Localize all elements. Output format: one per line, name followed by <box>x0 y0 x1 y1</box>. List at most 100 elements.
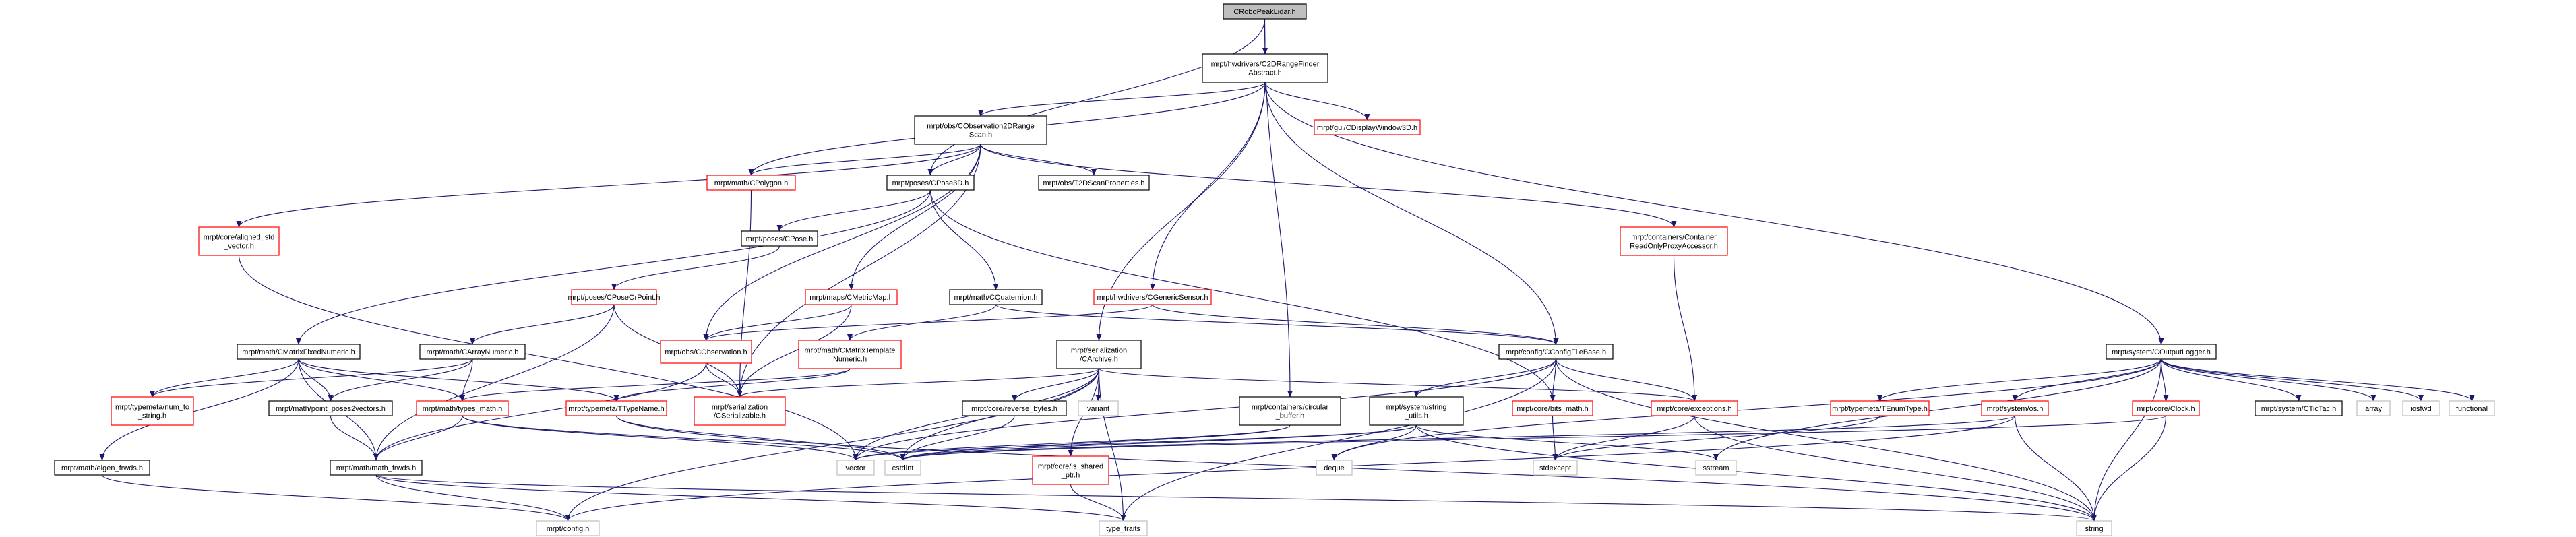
node-box-cpose3d <box>886 175 975 191</box>
node-label-mrptconfig: mrpt/config.h <box>547 525 590 533</box>
node-box-circbuf <box>1239 396 1341 426</box>
node-label-typesmath: mrpt/math/types_math.h <box>423 405 503 413</box>
edge-exceptions-to-stdexcept <box>1552 415 1695 461</box>
edge-typesmath-to-vector <box>462 415 859 461</box>
node-box-cserial <box>694 396 786 426</box>
node-box-mrptconfig <box>536 520 600 536</box>
node-label-cobs2d: Scan.h <box>969 131 992 139</box>
node-strutils[interactable]: mrpt/system/string_utils.h <box>1369 396 1464 426</box>
node-tenumtype[interactable]: mrpt/typemeta/TEnumType.h <box>1830 400 1930 416</box>
node-aligned[interactable]: mrpt/core/aligned_std_vector.h <box>198 226 280 256</box>
node-label-string: string <box>2085 525 2104 533</box>
edge-mathfwds-to-typetraits <box>375 474 1126 522</box>
node-vector: vector <box>836 460 875 476</box>
node-cmfixed[interactable]: mrpt/math/CMatrixFixedNumeric.h <box>237 344 361 360</box>
node-numto[interactable]: mrpt/typemeta/num_to_string.h <box>111 396 194 426</box>
node-label-isshared: mrpt/core/is_shared <box>1038 463 1103 471</box>
node-root[interactable]: CRoboPeakLidar.h <box>1223 3 1307 20</box>
node-t2dscan[interactable]: mrpt/obs/T2DScanProperties.h <box>1038 175 1150 191</box>
node-box-cgeneric <box>1093 289 1212 305</box>
node-carray[interactable]: mrpt/math/CArrayNumeric.h <box>419 344 526 360</box>
node-containerro[interactable]: mrpt/containers/ContainerReadOnlyProxyAc… <box>1620 226 1728 256</box>
edge-cmetricmap-to-cobservation <box>703 304 852 341</box>
node-cmetricmap[interactable]: mrpt/maps/CMetricMap.h <box>805 289 898 305</box>
edge-circbuf-to-cstdint <box>900 424 1291 461</box>
edge-coutput-to-sysos <box>2012 358 2162 402</box>
edge-coutput-to-sstream <box>1713 358 2162 461</box>
node-box-carchive <box>1056 340 1142 369</box>
node-isshared[interactable]: mrpt/core/is_shared_ptr.h <box>1032 455 1109 485</box>
node-label-c2d: Abstract.h <box>1248 69 1282 77</box>
node-circbuf[interactable]: mrpt/containers/circular_buffer.h <box>1239 396 1341 426</box>
node-clock[interactable]: mrpt/core/Clock.h <box>2132 400 2200 416</box>
node-mathfwds[interactable]: mrpt/math/math_frwds.h <box>330 460 423 476</box>
edge-cmfixed-to-typesmath <box>298 358 465 402</box>
node-exceptions[interactable]: mrpt/core/exceptions.h <box>1651 400 1738 416</box>
node-label-cobservation: mrpt/obs/CObservation.h <box>665 348 747 356</box>
edge-strutils-to-cstdint <box>900 424 1417 461</box>
node-pointposes[interactable]: mrpt/math/point_poses2vectors.h <box>268 400 393 416</box>
edge-coutput-to-deque <box>1331 358 2162 461</box>
node-ttypename[interactable]: mrpt/typemeta/TTypeName.h <box>565 400 667 416</box>
edge-cobservation-to-mathfwds <box>373 362 707 461</box>
edge-sysos-to-string <box>2014 415 2097 522</box>
node-label-isshared: _ptr.h <box>1061 472 1080 480</box>
node-label-variant: variant <box>1087 405 1109 413</box>
node-iosfwd: iosfwd <box>2402 400 2440 416</box>
edge-carchive-to-cserial <box>737 368 1100 398</box>
node-label-cconfig: mrpt/config/CConfigFileBase.h <box>1506 348 1606 356</box>
node-label-carchive: /CArchive.h <box>1080 356 1118 364</box>
edge-ttypename-to-cstdint <box>615 415 906 461</box>
edge-strutils-to-sstream <box>1415 424 1719 461</box>
node-coutput[interactable]: mrpt/system/COutputLogger.h <box>2106 344 2217 360</box>
node-box-array <box>2356 400 2391 416</box>
node-mrptconfig: mrpt/config.h <box>536 520 600 536</box>
edge-c2d-to-cconfig <box>1264 82 1559 345</box>
edge-cmetricmap-to-cserial <box>737 304 852 398</box>
edge-cobs2d-to-cpose3d <box>927 144 981 176</box>
node-box-eigenfwds <box>54 460 150 476</box>
node-carchive[interactable]: mrpt/serialization/CArchive.h <box>1056 340 1142 369</box>
edge-cconfig-to-strutils <box>1413 358 1557 398</box>
edge-carchive-to-revbytes <box>1012 368 1100 402</box>
node-eigenfwds[interactable]: mrpt/math/eigen_frwds.h <box>54 460 150 476</box>
node-cgeneric[interactable]: mrpt/hwdrivers/CGenericSensor.h <box>1093 289 1212 305</box>
node-label-cserial: mrpt/serialization <box>712 404 768 412</box>
node-cserial[interactable]: mrpt/serialization/CSerializable.h <box>694 396 786 426</box>
node-label-cpose: mrpt/poses/CPose.h <box>746 235 814 243</box>
node-ctictac[interactable]: mrpt/system/CTicTac.h <box>2255 400 2343 416</box>
node-cconfig[interactable]: mrpt/config/CConfigFileBase.h <box>1498 344 1614 360</box>
node-label-tenumtype: mrpt/typemeta/TEnumType.h <box>1832 405 1928 413</box>
edge-c2d-to-cgeneric <box>1150 82 1266 290</box>
node-cquat[interactable]: mrpt/math/CQuaternion.h <box>949 289 1043 305</box>
node-box-cquat <box>949 289 1043 305</box>
node-cdisplay[interactable]: mrpt/gui/CDisplayWindow3D.h <box>1314 119 1421 135</box>
node-box-cobs2d <box>914 115 1047 145</box>
node-cpolygon[interactable]: mrpt/math/CPolygon.h <box>706 175 796 191</box>
edge-aligned-to-vector <box>238 255 859 461</box>
node-box-clock <box>2132 400 2200 416</box>
node-cpose[interactable]: mrpt/poses/CPose.h <box>741 230 818 247</box>
node-box-variant <box>1078 400 1119 416</box>
node-sysos[interactable]: mrpt/system/os.h <box>1981 400 2049 416</box>
node-bitsmath[interactable]: mrpt/core/bits_math.h <box>1512 400 1593 416</box>
node-typesmath[interactable]: mrpt/math/types_math.h <box>416 400 509 416</box>
edge-cmfixed-to-ttypename <box>298 358 619 402</box>
node-box-functional <box>2449 400 2495 416</box>
edge-clock-to-string <box>2091 415 2167 522</box>
node-box-iosfwd <box>2402 400 2440 416</box>
edge-pointposes-to-mathfwds <box>330 415 379 461</box>
node-cobservation[interactable]: mrpt/obs/CObservation.h <box>660 340 752 364</box>
edge-typesmath-to-mathfwds <box>373 415 463 461</box>
node-cposeorpoint[interactable]: mrpt/poses/CPoseOrPoint.h <box>568 289 661 305</box>
edge-cconfig-to-typetraits <box>1120 358 1557 522</box>
node-cpose3d[interactable]: mrpt/poses/CPose3D.h <box>886 175 975 191</box>
node-label-deque: deque <box>1324 464 1345 472</box>
edge-cconfig-to-vector <box>853 358 1557 461</box>
node-revbytes[interactable]: mrpt/core/reverse_bytes.h <box>962 400 1067 416</box>
edge-coutput-to-tenumtype <box>1877 358 2162 402</box>
